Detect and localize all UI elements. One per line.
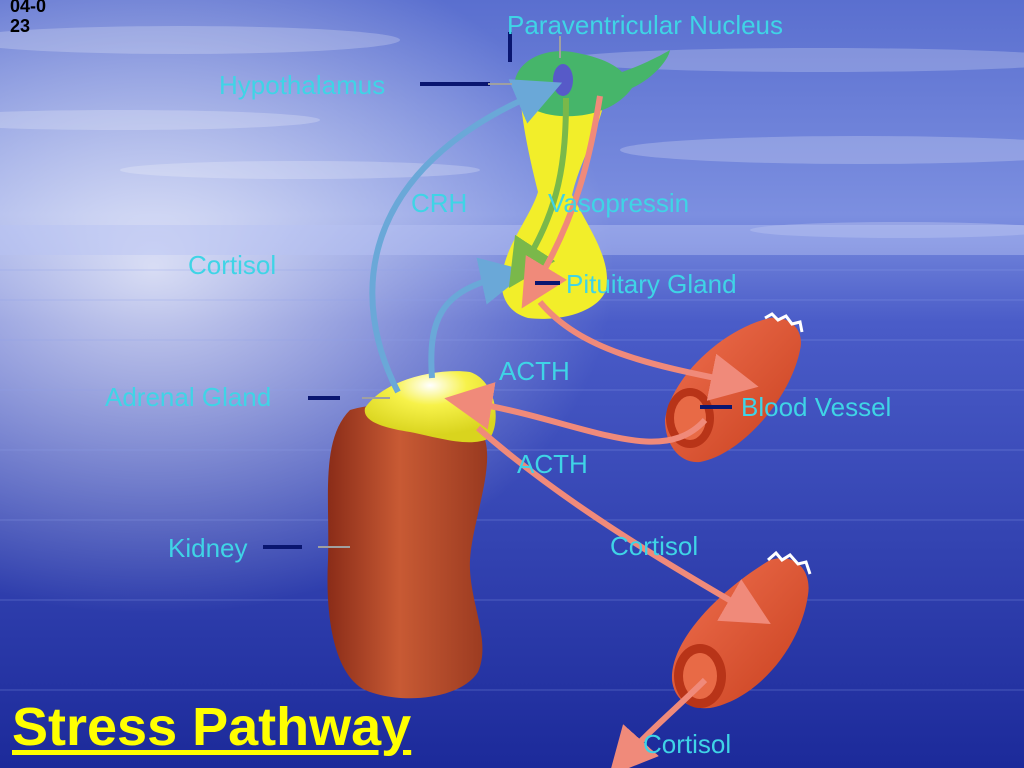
label-acth-lower: ACTH xyxy=(517,449,588,479)
slide-id: 04-023 xyxy=(10,0,47,36)
paraventricular-nucleus xyxy=(553,64,573,96)
crh-arrow xyxy=(508,97,569,289)
slide-title: Stress Pathway xyxy=(12,697,412,757)
label-cortisol-bottom: Cortisol xyxy=(643,729,732,759)
cortisol-feedback-arrow xyxy=(369,79,563,394)
blood-vessel-lower xyxy=(671,550,812,709)
label-acth-upper: ACTH xyxy=(499,356,570,386)
water-ripples xyxy=(0,269,1024,691)
label-vasopressin: Vasopressin xyxy=(548,188,690,218)
label-hypothalamus: Hypothalamus xyxy=(219,70,386,100)
label-blood-vessel: Blood Vessel xyxy=(741,392,892,422)
acth-to-adrenal-arrow xyxy=(444,382,708,445)
vasopressin-arrow xyxy=(521,95,603,309)
leader-line-ticks xyxy=(318,36,561,548)
label-crh: CRH xyxy=(411,188,468,218)
kidney xyxy=(327,404,488,699)
label-cortisol-left: Cortisol xyxy=(188,250,277,280)
cortisol-to-vessel-arrow xyxy=(476,425,771,625)
label-paraventricular-nucleus: Paraventricular Nucleus xyxy=(507,10,784,40)
cortisol-to-pituitary-arrow xyxy=(428,257,529,379)
label-cortisol-middle: Cortisol xyxy=(610,531,699,561)
label-pituitary-gland: Pituitary Gland xyxy=(566,269,737,299)
acth-to-vessel-arrow xyxy=(537,300,759,401)
cortisol-out-arrow xyxy=(609,677,708,768)
cloud-streaks xyxy=(0,26,1024,238)
label-kidney: Kidney xyxy=(168,533,248,563)
leader-lines xyxy=(263,32,732,549)
label-adrenal-gland: Adrenal Gland xyxy=(105,382,272,412)
